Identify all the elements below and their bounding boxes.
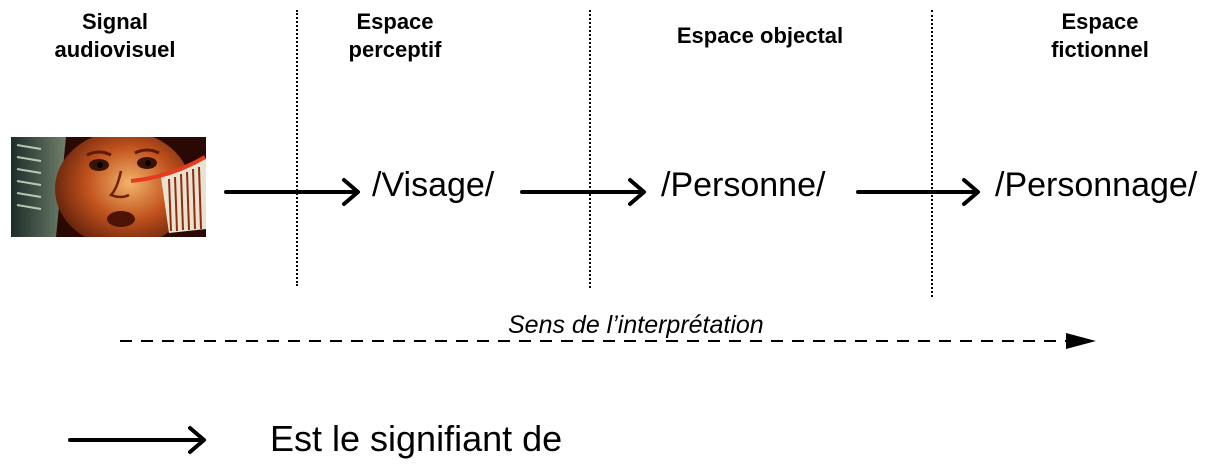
column-divider-3 (931, 10, 933, 297)
film-still-image (11, 137, 206, 237)
node-personne: /Personne/ (661, 166, 826, 204)
arrow-personne-to-personnage (856, 178, 980, 206)
legend-arrow (68, 426, 206, 454)
column-header-signal-audiovisuel: Signal audiovisuel (54, 9, 176, 62)
column-header-espace-perceptif: Espace perceptif (348, 9, 442, 62)
column-divider-1 (296, 10, 298, 286)
node-personnage: /Personnage/ (995, 166, 1198, 204)
node-visage: /Visage/ (372, 166, 495, 204)
column-header-espace-objectal: Espace objectal (676, 23, 844, 48)
legend-label: Est le signifiant de (270, 418, 563, 459)
arrow-visage-to-personne (520, 178, 646, 206)
arrow-signal-to-visage (224, 178, 360, 206)
column-header-espace-fictionnel: Espace fictionnel (1051, 9, 1149, 62)
interpretation-axis-label: Sens de l’interprétation (508, 311, 764, 339)
column-divider-2 (589, 10, 591, 288)
interpretation-axis-arrow (120, 333, 1096, 349)
